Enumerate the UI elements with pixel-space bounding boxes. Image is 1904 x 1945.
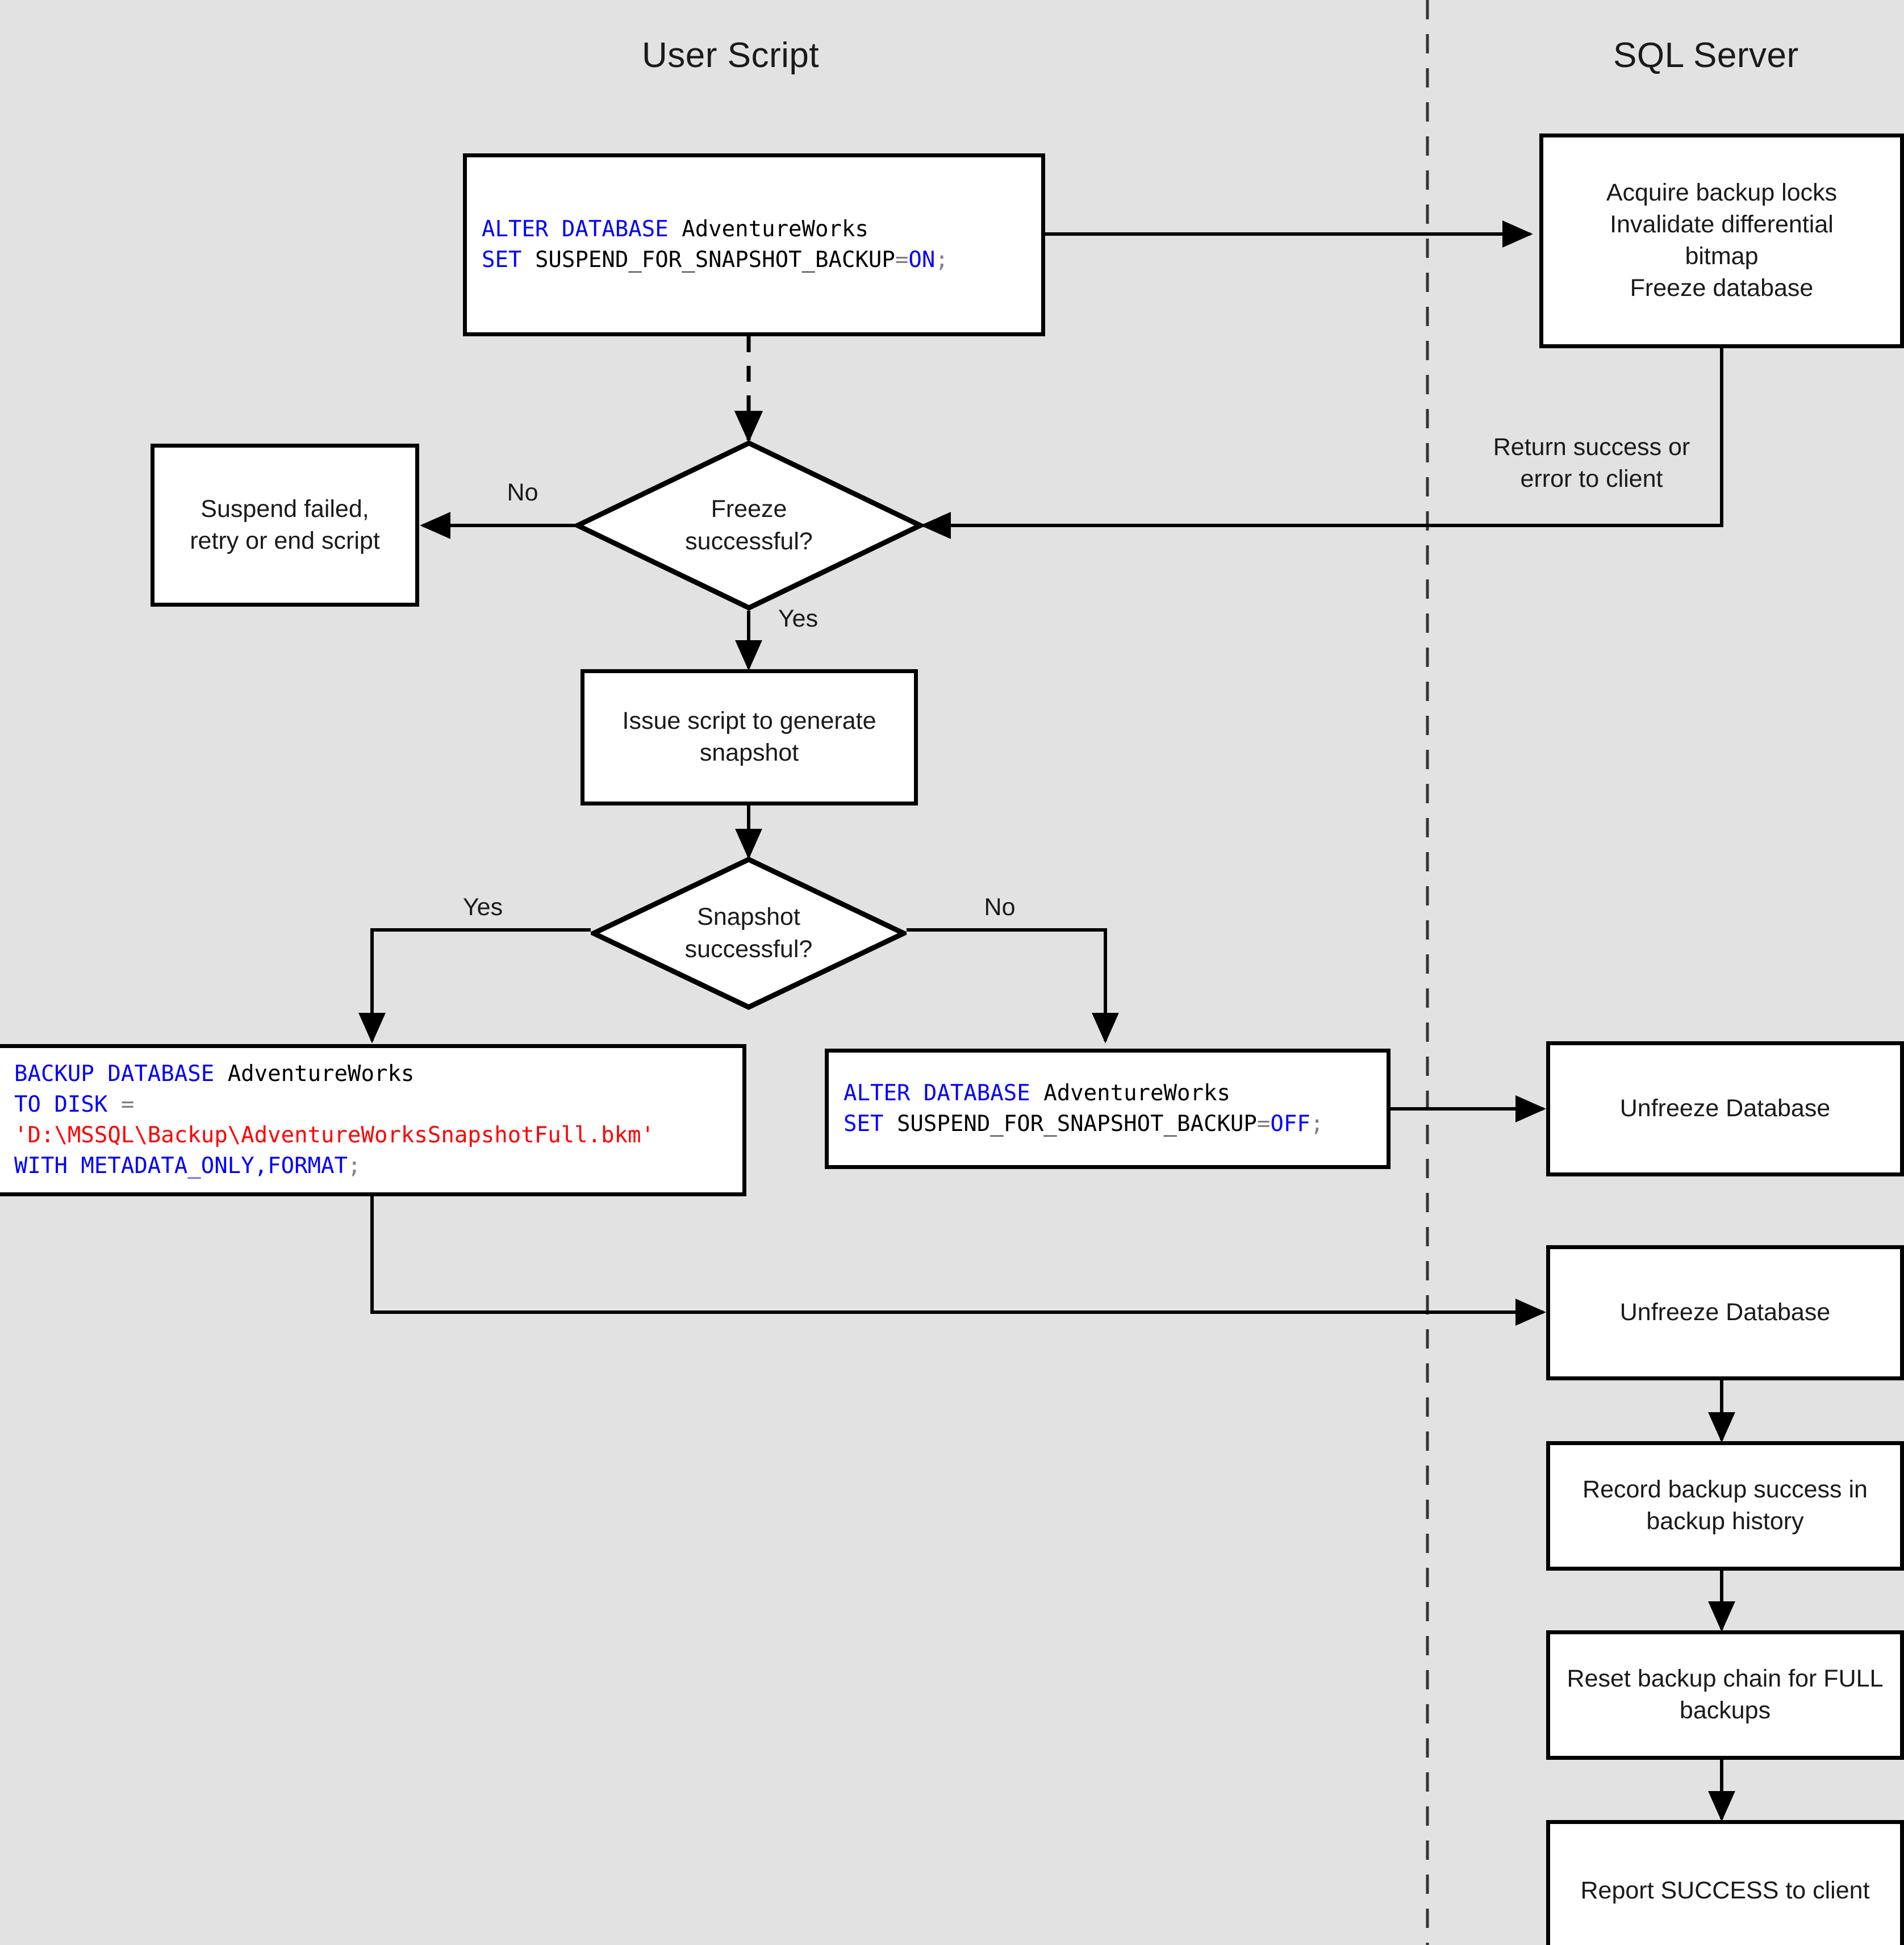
node-suspend-failed[interactable]: Suspend failed, retry or end script: [151, 444, 419, 607]
edge-label-snapshot-no: No: [984, 894, 1016, 921]
edge-label-return-status: Return success or error to client: [1493, 433, 1690, 492]
node-report-success-label: Report SUCCESS to client: [1580, 1877, 1870, 1905]
node-report-success[interactable]: Report SUCCESS to client: [1546, 1820, 1904, 1945]
sql-code-alter-off: ALTER DATABASE AdventureWorks SET SUSPEN…: [844, 1080, 1324, 1137]
node-unfreeze-database-2-label: Unfreeze Database: [1619, 1299, 1831, 1326]
edge-label-freeze-no: No: [507, 479, 538, 506]
node-snapshot-successful-decision[interactable]: Snapshot successful?: [591, 857, 907, 1010]
node-alter-database-off[interactable]: ALTER DATABASE AdventureWorks SET SUSPEN…: [825, 1049, 1391, 1169]
sql-code-backup: BACKUP DATABASE AdventureWorks TO DISK =…: [14, 1061, 655, 1179]
node-acquire-backup-locks-label: Acquire backup locks Invalidate differen…: [1606, 179, 1838, 302]
edge-label-snapshot-yes: Yes: [462, 894, 503, 921]
node-unfreeze-database-2[interactable]: Unfreeze Database: [1546, 1245, 1904, 1380]
node-issue-script-label: Issue script to generate snapshot: [622, 707, 876, 766]
sql-code-alter-on: ALTER DATABASE AdventureWorks SET SUSPEN…: [482, 216, 949, 273]
node-unfreeze-database-1-label: Unfreeze Database: [1619, 1095, 1831, 1122]
node-issue-script[interactable]: Issue script to generate snapshot: [581, 669, 918, 805]
node-record-backup-success[interactable]: Record backup success in backup history: [1546, 1441, 1904, 1571]
edge-snapshot-yes: [358, 928, 591, 1044]
node-suspend-failed-label: Suspend failed, retry or end script: [190, 495, 380, 554]
node-unfreeze-database-1[interactable]: Unfreeze Database: [1546, 1041, 1904, 1176]
node-alter-database-on[interactable]: ALTER DATABASE AdventureWorks SET SUSPEN…: [463, 153, 1045, 336]
edge-snapshot-no: [907, 928, 1119, 1044]
edge-backup-to-unfreeze2: [370, 1196, 1546, 1326]
node-reset-backup-chain-label: Reset backup chain for FULL backups: [1567, 1665, 1884, 1724]
node-freeze-successful-decision[interactable]: Freeze successful?: [575, 440, 923, 611]
node-backup-database[interactable]: BACKUP DATABASE AdventureWorks TO DISK =…: [0, 1044, 746, 1196]
node-reset-backup-chain[interactable]: Reset backup chain for FULL backups: [1546, 1630, 1904, 1760]
lane-title-user-script: User Script: [642, 36, 820, 75]
node-record-backup-success-label: Record backup success in backup history: [1583, 1476, 1868, 1535]
lane-title-sql-server: SQL Server: [1613, 36, 1799, 75]
edge-label-freeze-yes: Yes: [778, 605, 819, 632]
node-acquire-backup-locks[interactable]: Acquire backup locks Invalidate differen…: [1539, 133, 1904, 348]
